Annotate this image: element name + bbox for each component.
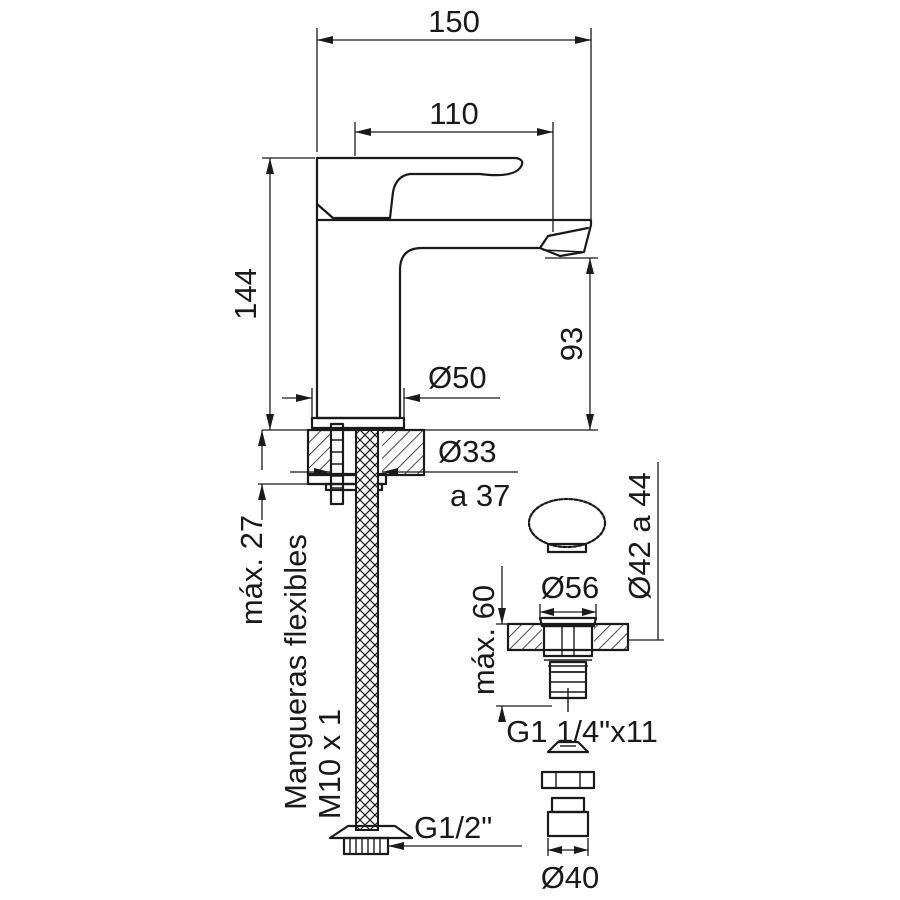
dim-label-93: 93: [554, 327, 589, 361]
dim-spout-reach: 110: [354, 96, 554, 232]
dim-spout-height: 93: [424, 257, 598, 431]
lever-handle: [315, 156, 524, 220]
dim-label-d56: Ø56: [541, 570, 600, 605]
dim-label-a37: a 37: [450, 478, 510, 513]
dim-label-d33: Ø33: [438, 434, 497, 469]
dim-label-144: 144: [228, 268, 263, 320]
hoses-label: Mangueras flexibles M10 x 1: [278, 534, 347, 819]
hoses-label-line1: Mangueras flexibles: [278, 534, 313, 810]
dim-total-height: 144: [228, 157, 315, 431]
dim-label-d42: Ø42 a 44: [622, 472, 657, 600]
dim-label-max27: máx. 27: [234, 515, 269, 625]
drain-cap: [527, 497, 607, 549]
dim-drain-outlet: Ø40: [541, 838, 600, 895]
dim-hose-thread: G1/2": [388, 810, 522, 850]
faucet-body: [310, 156, 593, 430]
dim-label-150: 150: [428, 4, 480, 39]
drain-assembly: [506, 497, 630, 838]
hoses-label-line2: M10 x 1: [312, 709, 347, 819]
dim-label-d50: Ø50: [428, 360, 487, 395]
dim-drain-hole: Ø42 a 44: [622, 462, 664, 641]
dim-label-max60: máx. 60: [466, 585, 501, 695]
dim-label-g12: G1/2": [414, 810, 492, 845]
dim-label-g114: G1 1/4"x11: [506, 714, 658, 749]
dim-drain-max-thickness: máx. 60: [466, 566, 552, 722]
dim-body-diameter: Ø50: [282, 360, 500, 418]
dim-hole-diameter: Ø33 a 37: [290, 434, 518, 513]
base-ring: [310, 416, 406, 430]
flexible-hose: [328, 429, 414, 856]
dim-total-width: 150: [316, 4, 592, 220]
body-column: [315, 218, 593, 420]
dim-drain-cap: Ø56: [539, 570, 600, 620]
dim-label-110: 110: [429, 96, 478, 131]
dim-max-thickness: máx. 27: [234, 430, 308, 625]
dim-label-d40: Ø40: [541, 860, 600, 895]
